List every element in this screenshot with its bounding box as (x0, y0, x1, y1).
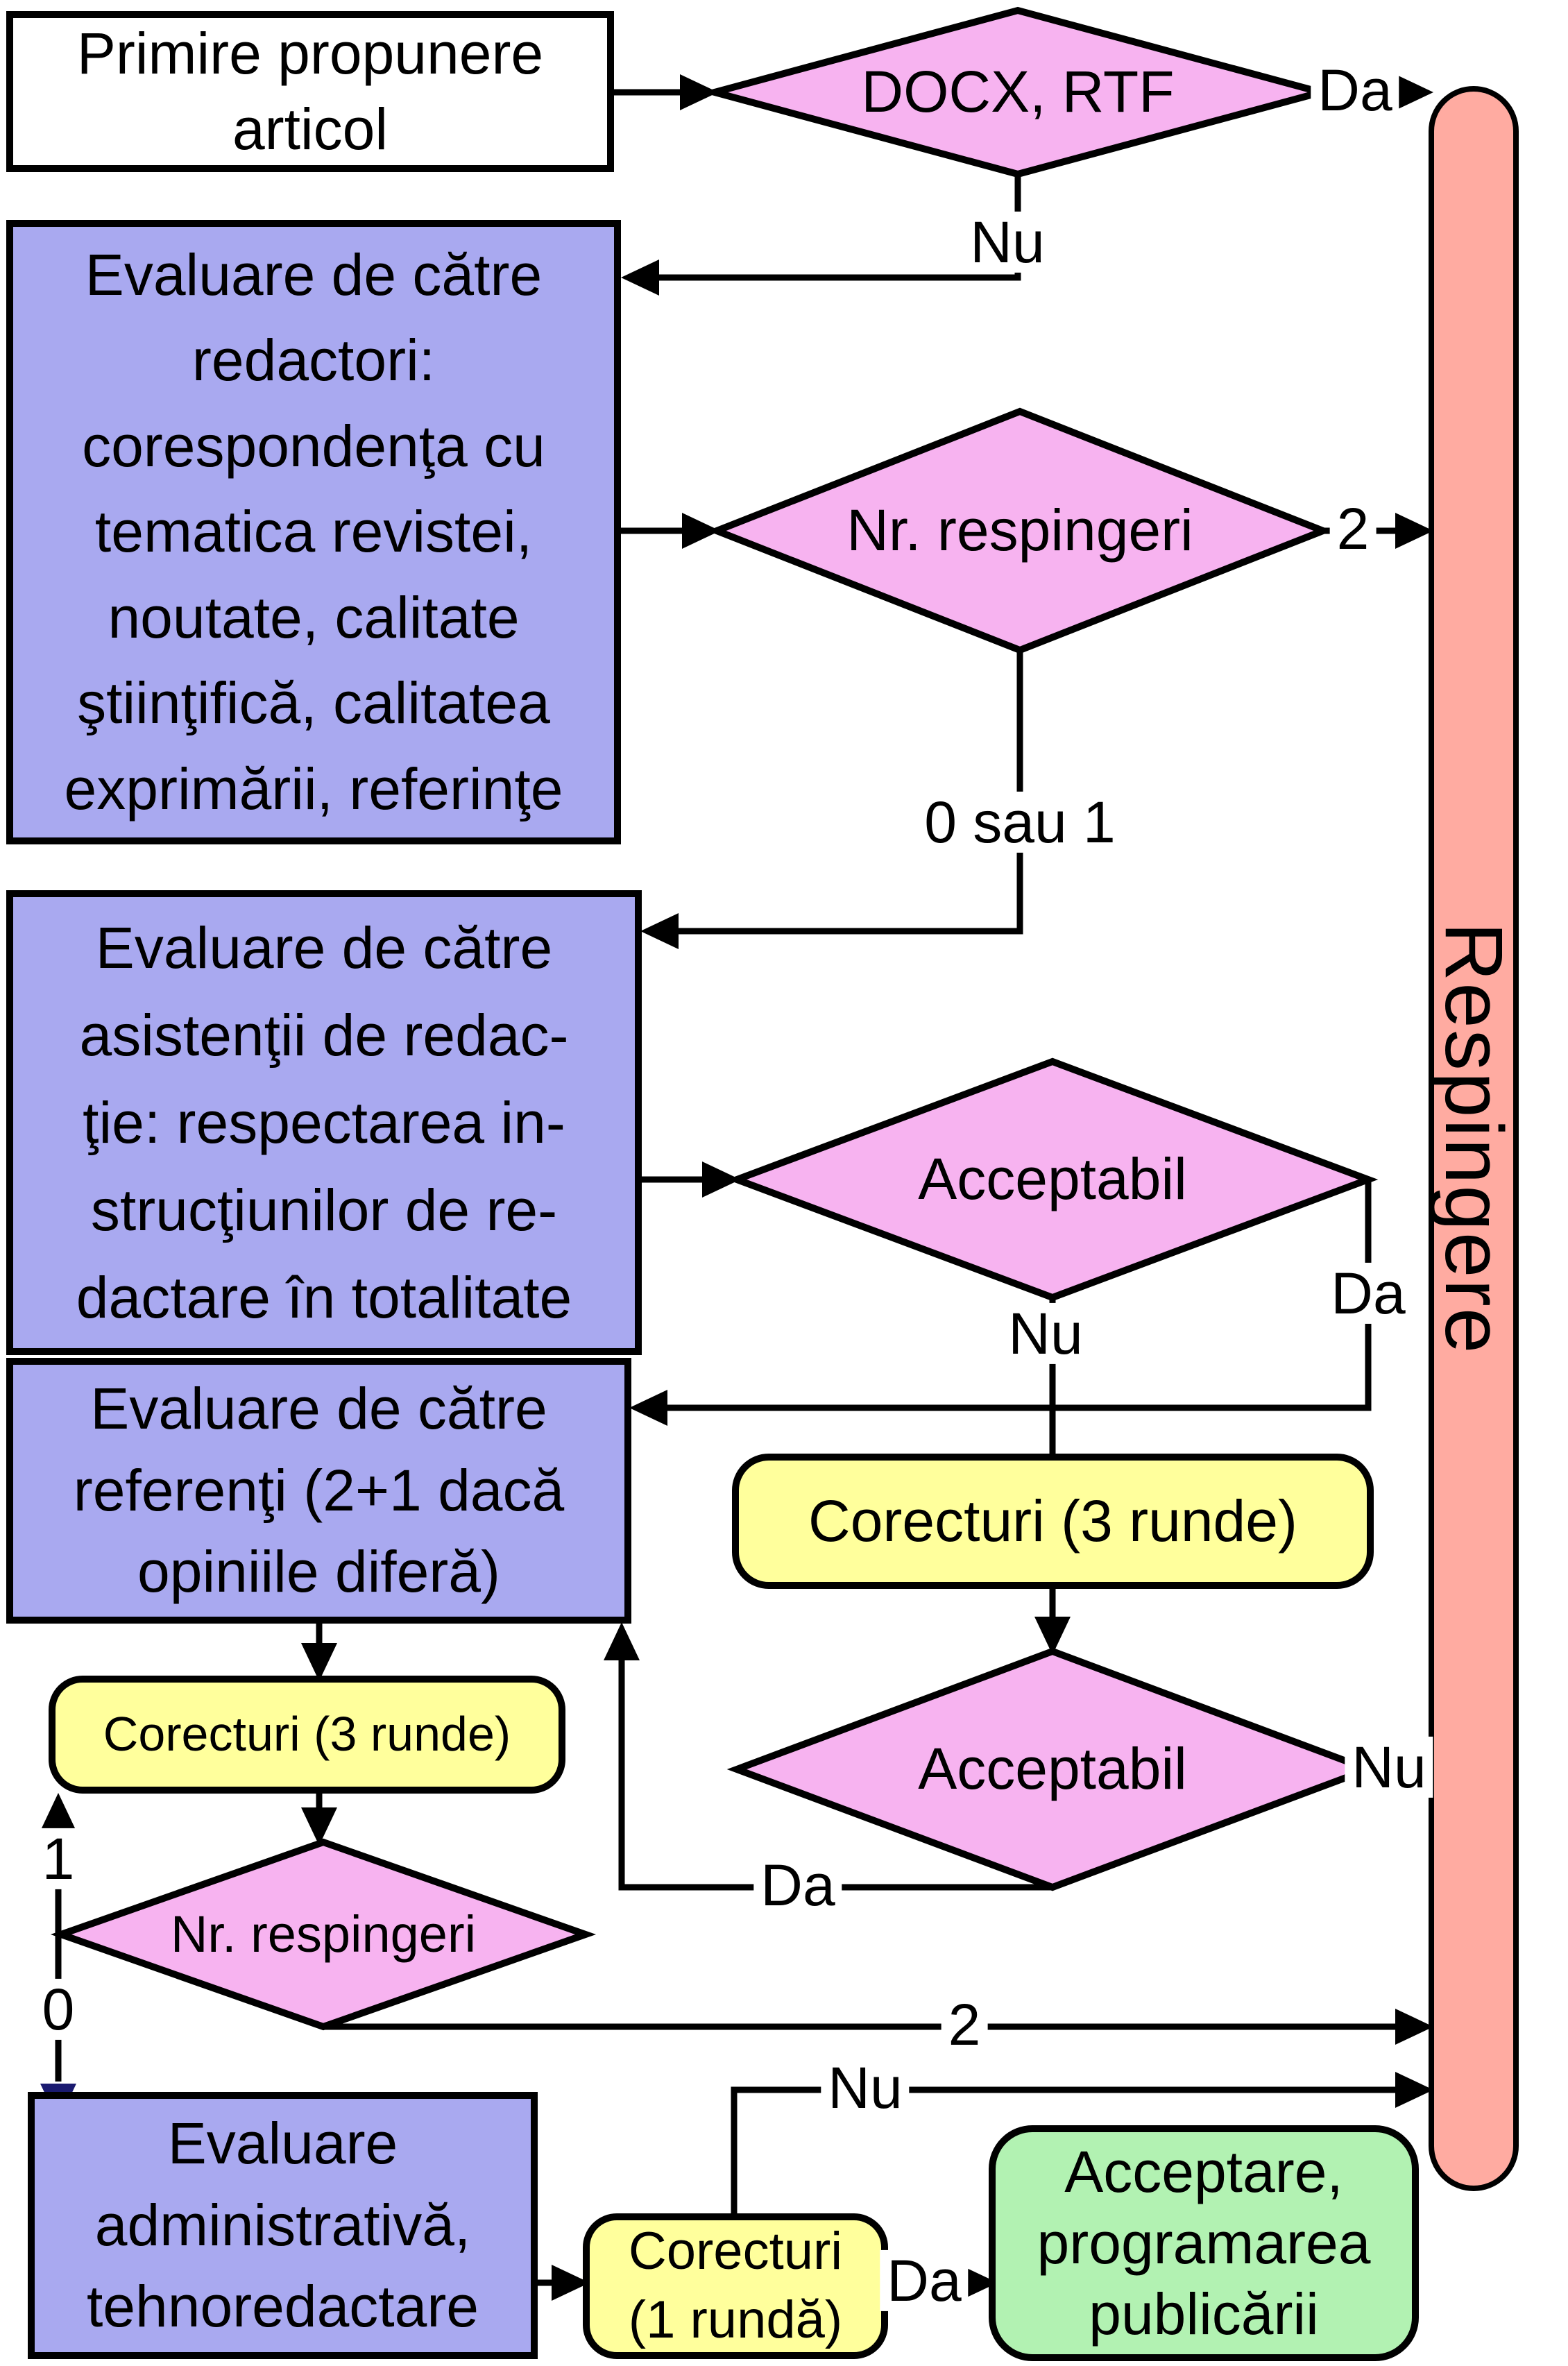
arrowheads (40, 74, 1433, 2301)
connector-lines (55, 89, 1396, 2286)
edge-label-format-da: Da (1311, 60, 1399, 121)
corrections3-right-label: Corecturi (3 runde) (808, 1488, 1297, 1554)
editor-review-line: ştiinţifică, calitatea (77, 670, 550, 736)
admin-review-line: administrativă, (94, 2192, 471, 2258)
arrow-da1-into-referee-box (629, 1390, 667, 1426)
acceptance-box-shape (989, 2125, 1419, 2361)
arrow-da-into-acceptance (960, 2265, 998, 2301)
acceptable1-label: Acceptabil (918, 1146, 1187, 1212)
corrections3-left-text: Corecturi (3 runde) (52, 1679, 562, 1790)
edge-acceptable2-da-line (618, 1660, 1053, 1891)
edge-corrections1-nu-line (731, 2086, 1396, 2217)
start-box-shape (6, 11, 614, 172)
assistant-review-box-shape (6, 890, 642, 1355)
start-line: Primire propunere (76, 20, 544, 86)
acceptable1-diamond-shape (726, 1057, 1379, 1302)
start-box-text: Primire propunere articol (17, 21, 604, 162)
assistant-review-box-text: Evaluare de către asistenţii de redac- ţ… (17, 901, 631, 1345)
edge-count1-zero-or-one-line (679, 650, 1023, 935)
corrections3-left-label: Corecturi (3 runde) (103, 1707, 511, 1762)
arrow-into-assistant-box (640, 913, 679, 949)
editor-review-box-shape (6, 220, 621, 844)
corrections1-line: (1 rundă) (628, 2290, 843, 2349)
rejection-count1-diamond-shape (707, 407, 1333, 654)
edge-label-one-loop: 1 (35, 1828, 82, 1889)
rejection-bar-text: Respingere (1428, 922, 1519, 1355)
arrow-into-count1-diamond (682, 513, 720, 549)
start-line: articol (232, 96, 389, 162)
referee-review-box-shape (6, 1358, 631, 1624)
rejection-count2-diamond-text: Nr. respingeri (61, 1842, 586, 2027)
arrow-corrections1-nu-into-bar (1395, 2072, 1433, 2108)
arrow-into-format-diamond (680, 74, 718, 110)
referee-review-line: Evaluare de către (90, 1376, 547, 1442)
arrow-nu-into-editor-box (621, 259, 659, 296)
rejection-count1-diamond-text: Nr. respingeri (717, 411, 1323, 650)
acceptable2-diamond-text: Acceptabil (737, 1651, 1368, 1887)
edge-label-format-nu: Nu (963, 212, 1052, 273)
rejection-count1-label: Nr. respingeri (846, 497, 1193, 563)
arrow-into-corrections-left (301, 1643, 337, 1681)
edge-label-acceptable1-da: Da (1324, 1263, 1413, 1324)
corrections3-right-shape (732, 1454, 1374, 1589)
edge-label-corrections1-da: Da (880, 2250, 969, 2311)
editor-review-line: Evaluare de către (85, 241, 543, 307)
acceptable2-label: Acceptabil (918, 1736, 1187, 1802)
admin-review-box-text: Evaluare administrativă, tehnoredactare (38, 2102, 527, 2349)
corrections3-left-shape (49, 1676, 565, 1794)
rejection-count2-diamond-shape (50, 1838, 597, 2031)
assistant-review-line: dactare în totalitate (76, 1265, 572, 1330)
editor-review-line: exprimării, referinţe (64, 756, 563, 822)
node-shapes (6, 6, 1519, 2361)
editor-review-line: noutate, calitate (108, 584, 520, 650)
assistant-review-line: ţie: respectarea in- (83, 1090, 565, 1155)
acceptance-line: programarea (1037, 2210, 1371, 2276)
editor-review-line: corespondenţa cu (82, 413, 545, 479)
edge-label-corrections1-nu: Nu (821, 2057, 910, 2118)
edge-acceptable1-da-line (667, 1180, 1372, 1411)
arrow-da2-into-referee-box (604, 1622, 640, 1660)
arrow-count2-two-into-bar (1395, 2009, 1433, 2045)
arrow-one-loop-into-corrections-left (40, 1793, 76, 1831)
arrow-into-acceptable1-diamond (702, 1161, 740, 1198)
editor-review-line: tematica revistei, (94, 499, 533, 565)
edge-label-count2-two: 2 (941, 1994, 988, 2055)
referee-review-box-text: Evaluare de către referenţi (2+1 dacă op… (17, 1368, 621, 1613)
assistant-review-line: strucţiunilor de re- (90, 1177, 558, 1243)
assistant-review-line: Evaluare de către (95, 915, 553, 980)
referee-review-line: opiniile diferă) (137, 1539, 500, 1605)
format-check-diamond-text: DOCX, RTF (715, 10, 1321, 174)
acceptance-box-text: Acceptare, programarea publicării (999, 2136, 1408, 2351)
arrow-into-corrections1 (552, 2265, 590, 2301)
edge-label-zero-or-one: 0 sau 1 (917, 792, 1123, 853)
edge-label-zero: 0 (35, 1979, 82, 2040)
arrow-format-da-into-bar (1395, 74, 1433, 110)
edge-format-nu-line (659, 177, 1021, 281)
edge-label-acceptable1-nu: Nu (1001, 1303, 1090, 1364)
acceptance-line: publicării (1089, 2281, 1319, 2347)
referee-review-line: referenţi (2+1 dacă (73, 1457, 565, 1523)
admin-review-box-shape (28, 2092, 538, 2359)
admin-review-line: Evaluare (167, 2111, 398, 2177)
assistant-review-line: asistenţii de redac- (79, 1003, 569, 1068)
rejection-count2-label: Nr. respingeri (170, 1905, 477, 1964)
corrections3-right-text: Corecturi (3 runde) (735, 1457, 1370, 1585)
admin-review-line: tehnoredactare (86, 2274, 479, 2340)
acceptance-line: Acceptare, (1064, 2139, 1343, 2205)
corrections1-text: Corecturi (1 rundă) (586, 2217, 885, 2356)
edge-label-count1-two: 2 (1329, 498, 1377, 559)
format-check-label: DOCX, RTF (861, 59, 1175, 125)
arrow-into-acceptable2-diamond (1034, 1617, 1071, 1655)
rejection-bar-shape (1429, 86, 1519, 2191)
edge-label-acceptable2-nu: Nu (1345, 1737, 1433, 1798)
editor-review-line: redactori: (191, 327, 436, 393)
corrections1-line: Corecturi (628, 2222, 843, 2281)
editor-review-box-text: Evaluare de către redactori: coresponden… (17, 230, 611, 834)
edge-label-acceptable2-da: Da (753, 1855, 842, 1916)
acceptable1-diamond-text: Acceptabil (737, 1062, 1368, 1297)
arrow-into-count2-diamond (301, 1807, 337, 1846)
arrow-count1-two-into-bar (1395, 513, 1433, 549)
